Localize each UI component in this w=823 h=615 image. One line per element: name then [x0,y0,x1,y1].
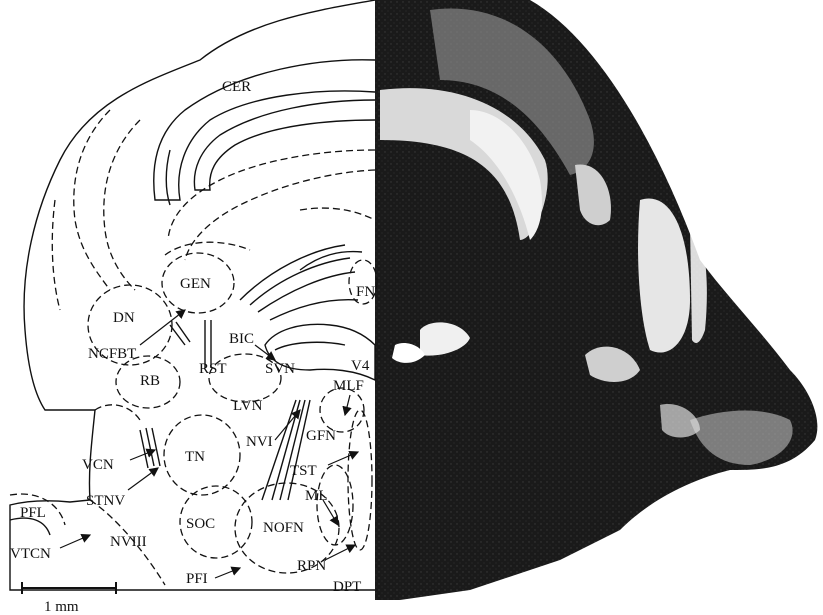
label-svn: SVN [265,361,295,377]
label-dpt: DPT [333,579,361,595]
label-gen: GEN [180,276,211,292]
label-ncfbt: NCFBT [88,346,136,362]
label-lvn: LVN [233,398,263,414]
label-nvi: NVI [246,434,273,450]
label-tn: TN [185,449,205,465]
structure-labels: CER FN GEN DN NCFBT BIC RST RB SVN V4 ML… [10,79,375,595]
label-v4: V4 [351,358,370,374]
label-tst: TST [290,463,317,479]
label-nviii: NVIII [110,534,147,550]
label-mlf: MLF [333,378,364,394]
label-vcn: VCN [82,457,114,473]
label-pfl: PFL [20,505,46,521]
label-pfi: PFI [186,571,208,587]
label-nofn: NOFN [263,520,304,536]
scale-bar: 1 mm [22,582,116,615]
label-cer: CER [222,79,251,95]
label-soc: SOC [186,516,215,532]
histology-photo [375,0,817,600]
label-ml: ML [305,488,328,504]
label-dn: DN [113,310,135,326]
label-rb: RB [140,373,160,389]
label-fn: FN [356,284,375,300]
label-bic: BIC [229,331,254,347]
label-vtcn: VTCN [10,546,51,562]
label-gfn: GFN [306,428,336,444]
label-stnv: STNV [86,493,125,509]
label-rpn: RPN [297,558,326,574]
scale-bar-label: 1 mm [44,599,79,615]
label-rst: RST [199,361,227,377]
